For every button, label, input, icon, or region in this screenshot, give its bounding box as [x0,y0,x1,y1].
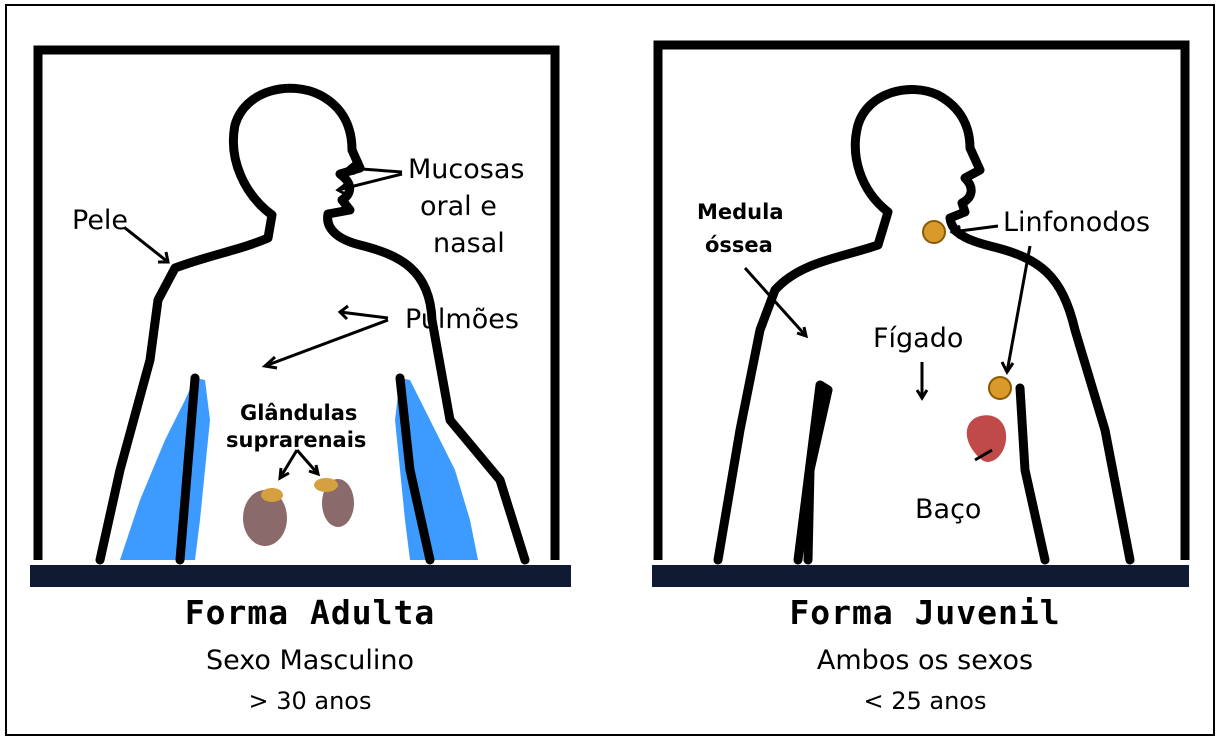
label-figado: Fígado [873,323,963,354]
label-medula-line2: óssea [705,233,773,257]
adrenal-right [314,478,338,492]
label-baco: Baço [915,494,981,525]
caption-subtitle-juvenile: Ambos os sexos [735,645,1115,676]
label-mucosas-line2: oral e [420,191,497,222]
lymph-node-chest [989,377,1011,399]
label-linfonodos: Linfonodos [1003,207,1150,238]
label-glandulas-line2: suprarenais [226,428,366,452]
base-bar-adult [30,565,571,587]
label-pele: Pele [72,205,128,236]
label-pulmoes: Pulmões [405,304,519,335]
label-mucosas-line1: Mucosas [408,154,524,185]
lymph-node-neck [923,221,945,243]
adrenal-left [261,488,283,502]
caption-title-adult: Forma Adulta [120,593,500,632]
caption-age-adult: > 30 anos [120,687,500,715]
base-bar-juvenile [652,565,1189,587]
label-mucosas-line3: nasal [433,228,505,259]
label-medula-line1: Medula [697,200,784,224]
caption-subtitle-adult: Sexo Masculino [120,645,500,676]
caption-age-juvenile: < 25 anos [735,687,1115,715]
label-glandulas-line1: Glândulas [240,401,357,425]
caption-title-juvenile: Forma Juvenil [735,593,1115,632]
frame-juvenile [658,45,1185,560]
